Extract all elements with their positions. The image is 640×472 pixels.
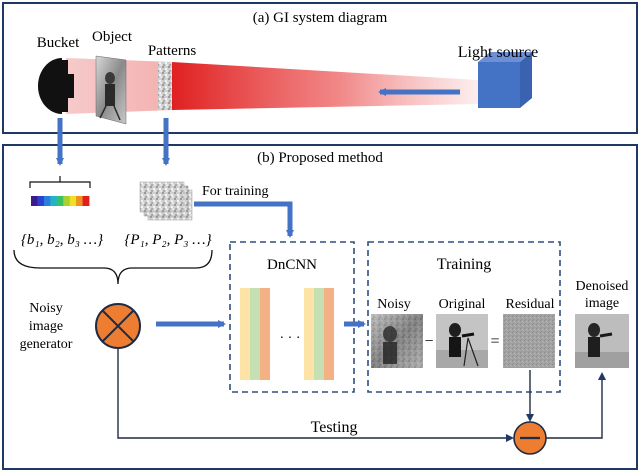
residual-image <box>503 314 555 368</box>
bucket-label: Bucket <box>37 35 80 51</box>
combine-brace <box>13 249 213 285</box>
dncnn-layer <box>250 288 260 380</box>
dncnn-layer <box>260 288 270 380</box>
dncnn-layer <box>314 288 324 380</box>
dncnn-box <box>229 241 355 393</box>
dncnn-layer <box>240 288 250 380</box>
dncnn-layers <box>240 288 334 380</box>
spectrum-segment <box>82 196 90 206</box>
patterns-slab <box>158 62 172 110</box>
testing-path <box>117 348 514 442</box>
noisy-label: Noisy <box>377 297 410 312</box>
residual-label: Residual <box>506 297 555 312</box>
dncnn-label: DnCNN <box>267 257 317 273</box>
spectrum-segment <box>43 196 51 206</box>
noisy-image-generator <box>95 303 141 349</box>
generator-label-1: Noisy <box>29 301 62 316</box>
panel-a-frame <box>2 2 638 134</box>
pattern-values-label: {P₁, P₂, P₃ …} <box>124 232 211 248</box>
object-label: Object <box>92 29 133 45</box>
panel-b-frame <box>2 144 638 470</box>
original-image <box>436 314 488 368</box>
denoised-label-2: image <box>585 296 619 311</box>
light-beam <box>172 62 478 110</box>
panel-b-title: (b) Proposed method <box>257 150 383 166</box>
dncnn-ellipsis: · · · <box>280 331 301 346</box>
equals-sign: = <box>490 333 499 350</box>
denoised-label-1: Denoised <box>576 279 629 294</box>
spectrum-segment <box>37 196 45 206</box>
denoised-image <box>575 314 629 368</box>
spectrum-segment <box>56 196 64 206</box>
training-label: Training <box>437 256 492 273</box>
light-source-label: Light source <box>458 44 538 61</box>
bucket-signal-spectrum <box>31 196 90 206</box>
for-training-label: For training <box>202 184 269 199</box>
spectrum-segment <box>69 196 77 206</box>
patterns-label: Patterns <box>148 43 196 59</box>
spectrum-segment <box>31 196 38 206</box>
spectrum-segment <box>50 196 58 206</box>
bucket-bracket <box>29 176 91 188</box>
minus-sign: − <box>424 333 433 350</box>
spectrum-segment <box>63 196 71 206</box>
testing-label: Testing <box>311 419 358 436</box>
pattern-stack <box>139 181 193 221</box>
generator-label-3: generator <box>20 337 73 352</box>
object-photo <box>95 55 127 125</box>
bucket-values-label: {b₁, b₂, b₃ …} <box>21 232 103 248</box>
bucket-detector <box>38 58 74 114</box>
subtraction-node <box>513 421 547 455</box>
subtract-to-denoised-arrow <box>546 372 606 439</box>
light-source-cube <box>478 52 532 108</box>
dncnn-layer <box>304 288 314 380</box>
dncnn-layer <box>324 288 334 380</box>
generator-label-2: image <box>29 319 63 334</box>
noisy-image <box>371 314 423 368</box>
panel-a-title: (a) GI system diagram <box>253 10 388 26</box>
for-training-arrow <box>194 201 294 238</box>
spectrum-segment <box>76 196 83 206</box>
training-box <box>367 241 561 393</box>
original-label: Original <box>439 297 486 312</box>
